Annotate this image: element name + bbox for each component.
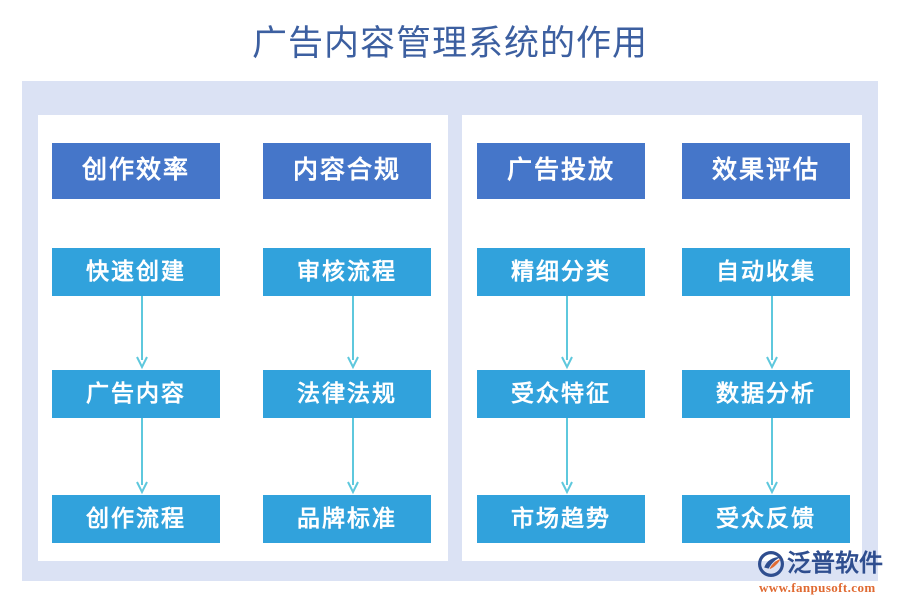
step-box[interactable]: 品牌标准 [263,495,431,543]
brand-name: 泛普软件 [787,550,883,577]
step-box[interactable]: 数据分析 [682,370,850,418]
column-header-box[interactable]: 广告投放 [477,143,645,199]
step-box[interactable]: 自动收集 [682,248,850,296]
column-header-box[interactable]: 内容合规 [263,143,431,199]
step-box[interactable]: 法律法规 [263,370,431,418]
step-box[interactable]: 广告内容 [52,370,220,418]
step-box[interactable]: 受众特征 [477,370,645,418]
brand-url: www.fanpusoft.com [759,580,876,595]
step-box[interactable]: 审核流程 [263,248,431,296]
step-box[interactable]: 市场趋势 [477,495,645,543]
column-header-box[interactable]: 创作效率 [52,143,220,199]
brand-logo: 泛普软件 www.fanpusoft.com [757,549,893,595]
step-box[interactable]: 精细分类 [477,248,645,296]
step-box[interactable]: 创作流程 [52,495,220,543]
column-header-box[interactable]: 效果评估 [682,143,850,199]
fanpu-swoosh-icon [757,550,785,578]
step-box[interactable]: 受众反馈 [682,495,850,543]
step-box[interactable]: 快速创建 [52,248,220,296]
brand-logo-row: 泛普软件 [757,549,893,579]
page-title: 广告内容管理系统的作用 [251,24,648,63]
